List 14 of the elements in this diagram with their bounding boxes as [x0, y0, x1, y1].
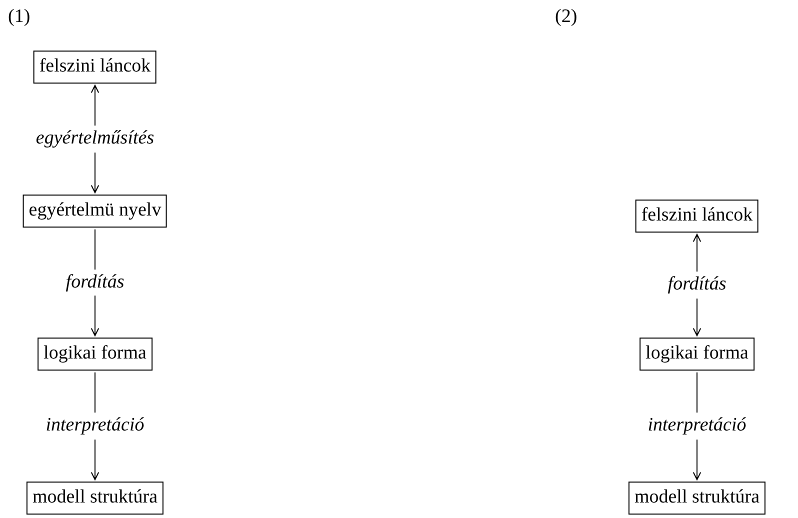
edge-label: egyértelműsítés [34, 126, 156, 152]
text-box: modell struktúra [26, 482, 164, 514]
edge-label: interpretáció [646, 412, 748, 440]
panel-number: (1) [8, 6, 30, 28]
text-box: felszini láncok [635, 200, 759, 232]
edge-label: fordítás [64, 269, 126, 296]
text-box: modell struktúra [628, 482, 766, 514]
panel-number: (2) [555, 6, 578, 28]
text-box: egyértelmü nyelv [22, 194, 168, 228]
text-box: felszini láncok [33, 50, 157, 84]
edge-label: fordítás [666, 272, 728, 298]
text-box: logikai forma [38, 338, 152, 370]
edge-label: interpretáció [44, 412, 146, 440]
text-box: logikai forma [640, 338, 754, 370]
